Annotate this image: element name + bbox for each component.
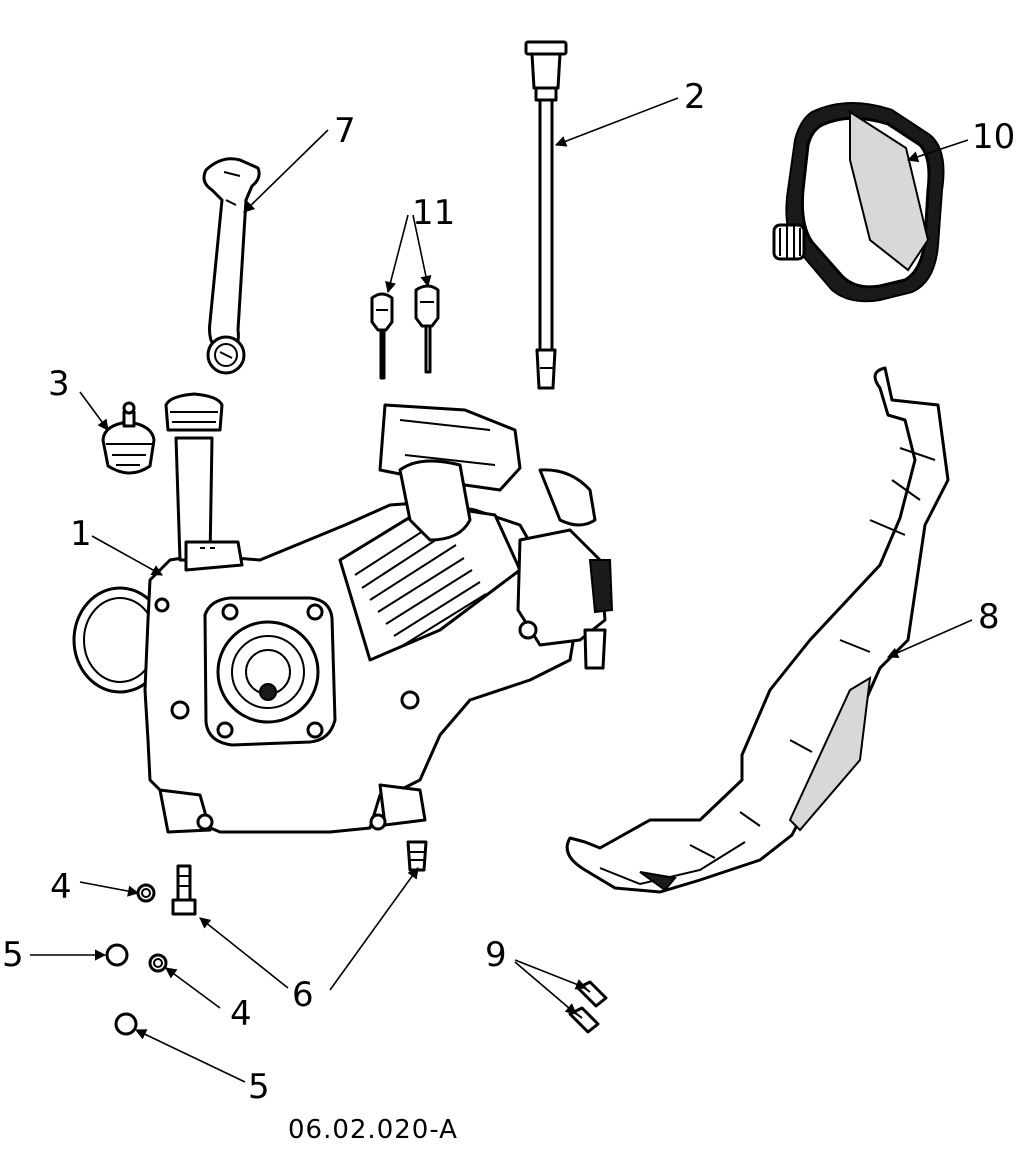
part-engine-assembly [72,392,614,872]
leader-lines [30,97,973,1083]
callout-4-lower: 4 [230,994,252,1034]
callout-2: 2 [684,77,706,117]
callout-4-upper: 4 [50,867,72,907]
part-plugs [370,284,440,380]
part-cap-upper [105,943,129,967]
part-nut-upper [136,883,156,903]
callout-3: 3 [48,364,70,404]
part-screws [568,980,608,1034]
callout-7: 7 [334,111,356,151]
callout-8: 8 [978,597,1000,637]
drawing-code: 06.02.020-A [288,1115,458,1145]
part-dipstick-tube [524,40,568,390]
callout-9: 9 [485,935,507,975]
air-filter-knob [772,223,806,261]
callout-1: 1 [70,514,92,554]
callout-5-upper: 5 [2,935,24,975]
part-nut-lower [148,953,168,973]
callout-6: 6 [292,975,314,1015]
part-wrench-tool [202,157,261,375]
callout-10: 10 [972,117,1015,157]
part-bolt [171,864,197,916]
part-heat-shield [565,366,950,894]
callout-labels: 1 2 3 4 4 5 5 6 7 8 9 10 11 06.02.020-A [2,77,1015,1145]
callout-11: 11 [412,193,455,233]
part-oil-cap [101,401,156,475]
callout-5-lower: 5 [248,1067,270,1107]
part-cap-lower [114,1012,138,1036]
part-air-filter-cover [772,102,945,303]
